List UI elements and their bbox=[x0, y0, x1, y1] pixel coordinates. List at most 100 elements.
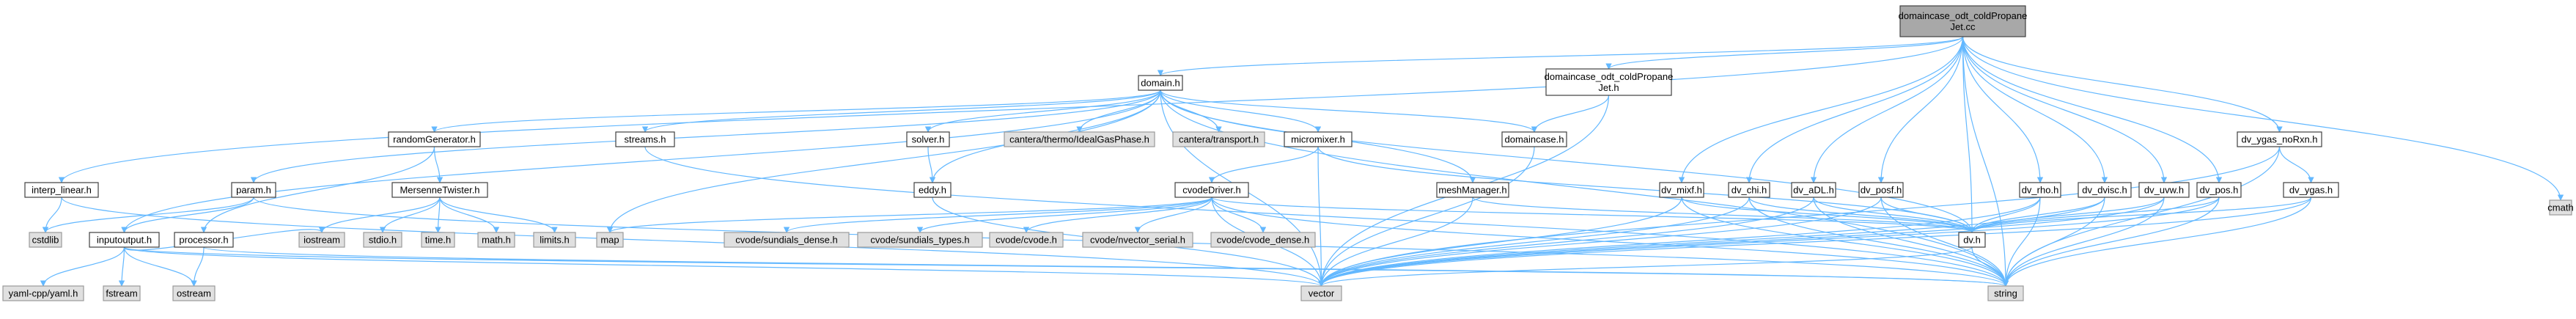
node-label: randomGenerator.h bbox=[393, 134, 476, 145]
edge-dv_ygas_noRxn_h-to-vector bbox=[1318, 146, 2281, 287]
node-label: param.h bbox=[236, 185, 271, 196]
node-box bbox=[421, 232, 455, 248]
node-string: string bbox=[1987, 285, 2024, 301]
edge-mersenne_h-to-iostream bbox=[318, 197, 441, 233]
node-label: dv_mixf.h bbox=[1661, 185, 1702, 196]
node-sundials-dense: cvode/sundials_dense.h bbox=[724, 232, 850, 248]
node-dv-aDL-h[interactable]: dv_aDL.h bbox=[1791, 182, 1836, 198]
node-solver-h[interactable]: solver.h bbox=[906, 131, 950, 147]
node-box bbox=[1791, 182, 1836, 198]
edge-dv_dvisc_h-to-vector bbox=[1318, 197, 2105, 287]
node-fstream: fstream bbox=[103, 285, 141, 301]
edge-dv_aDL_h-to-vector bbox=[1318, 197, 1814, 287]
node-dv-h[interactable]: dv.h bbox=[1958, 232, 1986, 248]
edge-cvodeDriver_h-to-map bbox=[607, 197, 1212, 233]
node-box bbox=[89, 232, 160, 248]
node-dv-dvisc-h[interactable]: dv_dvisc.h bbox=[2078, 182, 2132, 198]
node-dv-ygas-noRxn-h[interactable]: dv_ygas_noRxn.h bbox=[2237, 131, 2322, 147]
edge-dv_dvisc_h-to-dv_h bbox=[1968, 197, 2105, 233]
node-box bbox=[2019, 182, 2061, 198]
edge-param_h-to-cstdlib bbox=[42, 197, 254, 233]
node-label: micromixer.h bbox=[1291, 134, 1345, 145]
edge-mersenne_h-to-limits_h bbox=[439, 197, 558, 233]
node-box bbox=[1436, 182, 1509, 198]
node-param-h[interactable]: param.h bbox=[231, 182, 276, 198]
edge-root-to-dc_jet_h bbox=[1605, 36, 1964, 70]
node-label: ostream bbox=[177, 288, 211, 299]
node-box bbox=[1082, 232, 1193, 248]
node-cvodeDriver-h[interactable]: cvodeDriver.h bbox=[1174, 182, 1249, 198]
node-label: string bbox=[1994, 288, 2017, 299]
edge-dv_mixf_h-to-string bbox=[1681, 197, 2009, 287]
node-box bbox=[24, 182, 99, 198]
node-dv-pos-h[interactable]: dv_pos.h bbox=[2196, 182, 2242, 198]
edge-cvodeDriver_h-to-string bbox=[1211, 197, 2009, 287]
edge-processor_h-to-string bbox=[203, 246, 2009, 287]
node-box bbox=[477, 232, 515, 248]
node-label: eddy.h bbox=[919, 185, 946, 196]
node-box bbox=[1728, 182, 1770, 198]
node-label: dv_posf.h bbox=[1861, 185, 1902, 196]
edge-domain_h-to-param_h bbox=[250, 89, 1161, 183]
node-box bbox=[1172, 131, 1265, 147]
edge-cvodeDriver_h-to-cvode_h bbox=[1023, 197, 1212, 233]
edge-domain_h-to-domaincase_h bbox=[1160, 89, 1538, 133]
node-label: inputoutput.h bbox=[97, 235, 152, 246]
node-mersenne-h[interactable]: MersenneTwister.h bbox=[391, 182, 488, 198]
node-label: cstdlib bbox=[32, 235, 59, 246]
node-streams-h[interactable]: streams.h bbox=[615, 131, 675, 147]
node-time-h: time.h bbox=[421, 232, 455, 248]
node-label: cvode/sundials_types.h bbox=[870, 235, 969, 246]
edge-inputoutput_h-to-yaml_cpp bbox=[40, 246, 125, 287]
edge-inputoutput_h-to-fstream bbox=[118, 246, 125, 287]
edge-mersenne_h-to-math_h bbox=[439, 197, 500, 233]
node-label: stdio.h bbox=[369, 235, 397, 246]
edge-dv_chi_h-to-string bbox=[1748, 197, 2009, 287]
node-label: cmath bbox=[2547, 202, 2573, 213]
edge-dv_rho_h-to-vector bbox=[1318, 197, 2041, 287]
node-processor-h[interactable]: processor.h bbox=[174, 232, 234, 248]
node-dv-uvw-h[interactable]: dv_uvw.h bbox=[2138, 182, 2190, 198]
node-domaincase-h[interactable]: domaincase.h bbox=[1501, 131, 1567, 147]
edge-randomGenerator_h-to-mersenne_h bbox=[433, 146, 444, 183]
edge-param_h-to-inputoutput_h bbox=[121, 197, 254, 233]
node-label: time.h bbox=[425, 235, 451, 246]
edge-randomGenerator_h-to-processor_h bbox=[200, 146, 435, 233]
node-box bbox=[1858, 182, 1904, 198]
node-domain-h[interactable]: domain.h bbox=[1138, 75, 1183, 91]
node-dv-ygas-h[interactable]: dv_ygas.h bbox=[2283, 182, 2339, 198]
node-micromixer-h[interactable]: micromixer.h bbox=[1284, 131, 1353, 147]
node-box bbox=[1300, 285, 1342, 301]
edge-cvodeDriver_h-to-sundials_types bbox=[916, 197, 1212, 233]
node-interp-linear-h[interactable]: interp_linear.h bbox=[24, 182, 99, 198]
node-dv-mixf-h[interactable]: dv_mixf.h bbox=[1659, 182, 1704, 198]
node-label: solver.h bbox=[912, 134, 945, 145]
node-vector: vector bbox=[1300, 285, 1342, 301]
edge-inputoutput_h-to-ostream bbox=[123, 246, 197, 287]
node-box bbox=[2, 285, 84, 301]
edge-dv_pos_h-to-string bbox=[2002, 197, 2220, 287]
node-dv-rho-h[interactable]: dv_rho.h bbox=[2019, 182, 2061, 198]
node-cvode-h: cvode/cvode.h bbox=[989, 232, 1064, 248]
edge-root-to-dv_rho_h bbox=[1962, 36, 2044, 183]
node-label: meshManager.h bbox=[1438, 185, 1506, 196]
node-eddy-h[interactable]: eddy.h bbox=[913, 182, 952, 198]
node-dv-posf-h[interactable]: dv_posf.h bbox=[1858, 182, 1904, 198]
node-randomGenerator-h[interactable]: randomGenerator.h bbox=[388, 131, 481, 147]
node-meshManager-h[interactable]: meshManager.h bbox=[1436, 182, 1509, 198]
edge-processor_h-to-ostream bbox=[191, 246, 205, 287]
node-inputoutput-h[interactable]: inputoutput.h bbox=[89, 232, 160, 248]
node-sundials-types: cvode/sundials_types.h bbox=[857, 232, 983, 248]
node-label: dv_aDL.h bbox=[1793, 185, 1834, 196]
edge-dv_ygas_h-to-dv_h bbox=[1968, 197, 2312, 233]
node-box bbox=[231, 182, 276, 198]
node-label: dv_chi.h bbox=[1732, 185, 1767, 196]
node-box bbox=[103, 285, 141, 301]
node-dv-chi-h[interactable]: dv_chi.h bbox=[1728, 182, 1770, 198]
edge-dv_ygas_h-to-vector bbox=[1318, 197, 2312, 287]
edge-root-to-interp_linear_h bbox=[58, 36, 1964, 183]
